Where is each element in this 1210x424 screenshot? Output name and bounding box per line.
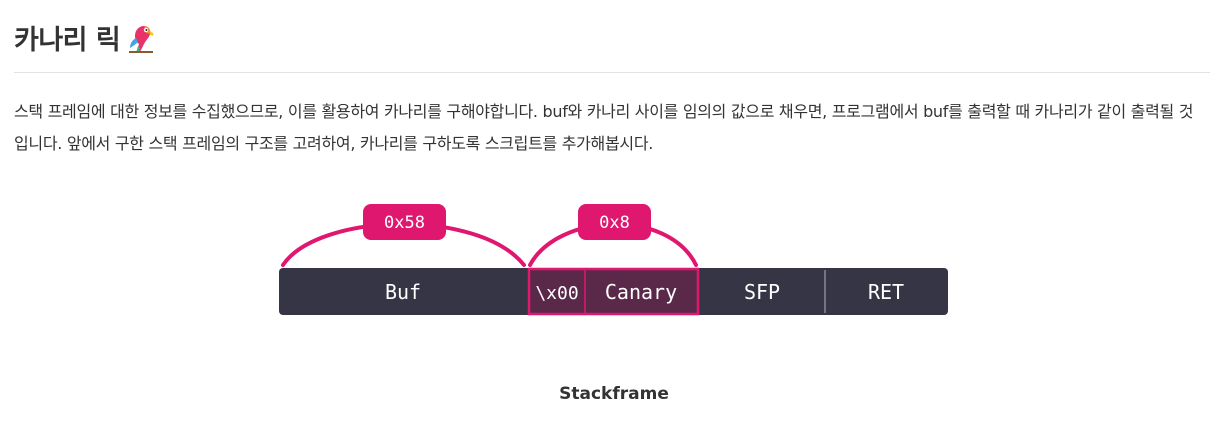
page-heading: 카나리 릭 <box>14 18 156 57</box>
heading-divider <box>14 72 1210 73</box>
canary-cell <box>528 268 698 315</box>
canary-label: Canary <box>605 280 677 304</box>
canary-size-badge: 0x8 <box>578 204 651 240</box>
figure-caption: Stackframe <box>559 384 669 404</box>
buf-size-label: 0x58 <box>384 213 425 233</box>
buf-size-badge: 0x58 <box>363 204 446 240</box>
page-title: 카나리 릭 <box>14 25 121 56</box>
body-paragraph: 스택 프레임에 대한 정보를 수집했으므로, 이를 활용하여 카나리를 구해야합… <box>14 102 1194 153</box>
buf-label: Buf <box>385 280 421 304</box>
stackframe-diagram: 0x58 0x8 Buf \x00 Canary SFP RET <box>278 198 950 320</box>
buf-cell <box>279 268 528 315</box>
parrot-icon <box>126 22 156 54</box>
sfp-ret-cells <box>698 268 948 315</box>
canary-highlight-border <box>527 267 700 316</box>
sfp-label: SFP <box>744 280 780 304</box>
ret-label: RET <box>868 280 904 304</box>
null-byte-label: \x00 <box>535 283 578 304</box>
canary-size-label: 0x8 <box>599 213 630 233</box>
